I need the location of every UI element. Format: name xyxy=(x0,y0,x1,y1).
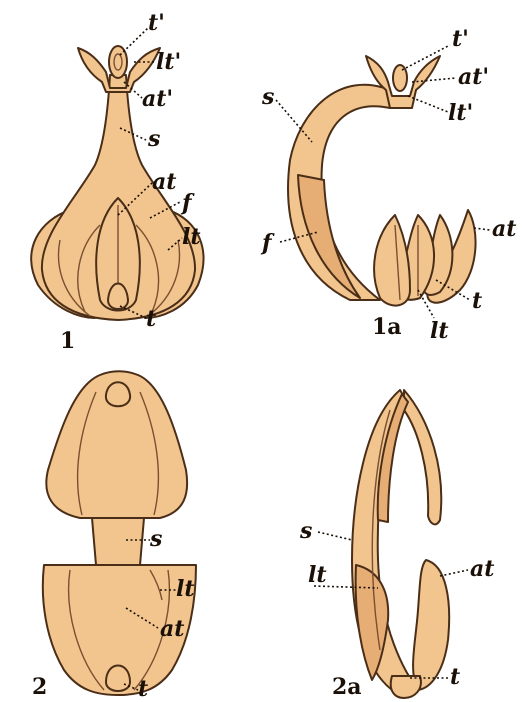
fig2a-label-t: t xyxy=(450,664,460,690)
fig2-label-at: at xyxy=(160,616,184,642)
fig2a-lower-tepal xyxy=(413,560,449,690)
fig2a-number: 2a xyxy=(332,674,362,700)
figure-2: s lt at t 2 xyxy=(32,371,196,702)
fig1-label-s: s xyxy=(147,126,160,152)
fig1a-label-s: s xyxy=(261,84,274,110)
fig2-number: 2 xyxy=(32,674,47,700)
figure-1: t' lt' at' s at f lt t 1 xyxy=(31,10,203,354)
fig2a-label-s: s xyxy=(299,518,312,544)
fig1a-crown-tip xyxy=(393,65,407,91)
fig1a-label-t-prime: t' xyxy=(452,26,469,52)
fig1a-label-lt-prime: lt' xyxy=(448,100,473,126)
fig1-label-at: at xyxy=(152,169,176,195)
fig2a-upper-tepal xyxy=(404,390,441,524)
fig1-number: 1 xyxy=(60,328,75,354)
fig2a-label-at: at xyxy=(470,556,494,582)
fig1a-label-at-prime: at' xyxy=(458,64,489,90)
fig1-label-t-prime: t' xyxy=(148,10,165,36)
fig1-label-t: t xyxy=(146,306,156,332)
fig1a-lateral-tepal xyxy=(374,215,410,306)
fig1a-label-lt: lt xyxy=(430,318,449,344)
figure-1a: t' at' lt' s f at t lt 1a xyxy=(260,26,516,344)
fig2a-bottom xyxy=(391,676,421,698)
fig1-label-lt-prime: lt' xyxy=(156,49,181,75)
fig1a-label-t: t xyxy=(472,288,482,314)
figure-2a: s lt at t 2a xyxy=(299,390,494,700)
fig1a-number: 1a xyxy=(372,314,402,340)
fig2-bottom-tip xyxy=(106,666,130,692)
fig2-stalk xyxy=(92,518,144,565)
fig1a-label-at: at xyxy=(492,216,516,242)
fig1-label-f: f xyxy=(180,190,195,216)
fig1a-label-f: f xyxy=(260,230,275,256)
fig1-label-at-prime: at' xyxy=(142,86,173,112)
fig2-label-s: s xyxy=(149,526,162,552)
fig2-label-lt: lt xyxy=(176,576,195,602)
fig2-upper-tip xyxy=(106,382,130,406)
fig2a-label-lt: lt xyxy=(308,562,327,588)
fig1-bottom-tip xyxy=(108,284,128,310)
fig1-label-lt: lt xyxy=(182,224,201,250)
fig2-label-t: t xyxy=(138,676,148,702)
